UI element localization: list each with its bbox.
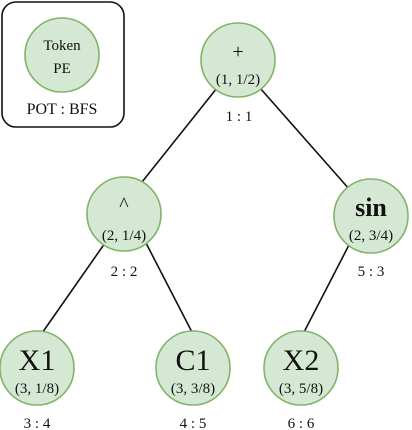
node-x1: X1 (3, 1/8) 3 : 4	[0, 330, 75, 430]
node-c1-circle	[155, 330, 231, 406]
node-c1-order: 4 : 5	[180, 416, 207, 430]
node-sin-pe: (2, 3/4)	[349, 228, 393, 244]
node-c1: C1 (3, 3/8) 4 : 5	[155, 330, 231, 430]
node-sin-symbol: sin	[355, 193, 387, 222]
legend: Token PE POT : BFS	[1, 1, 125, 128]
legend-pe-label: PE	[53, 61, 71, 77]
node-x2: X2 (3, 5/8) 6 : 6	[263, 330, 339, 430]
node-caret-circle	[86, 176, 162, 252]
node-x1-pe: (3, 1/8)	[15, 381, 59, 397]
edge-caret-x1	[39, 242, 106, 337]
node-plus-pe: (1, 1/2)	[216, 72, 260, 88]
node-x1-symbol: X1	[19, 344, 56, 377]
node-caret: ^ (2, 1/4) 2 : 2	[86, 176, 162, 280]
node-plus-symbol: +	[232, 41, 243, 63]
edge-sin-x2	[301, 242, 351, 337]
edge-plus-sin	[259, 87, 351, 191]
node-x2-symbol: X2	[283, 344, 320, 377]
node-plus-circle	[200, 22, 276, 98]
edge-caret-c1	[145, 242, 195, 337]
legend-caption: POT : BFS	[27, 101, 98, 118]
legend-token-label: Token	[43, 38, 81, 54]
node-sin-order: 5 : 3	[358, 264, 385, 280]
tree-edges	[39, 87, 351, 337]
node-caret-pe: (2, 1/4)	[102, 228, 146, 244]
node-x2-pe: (3, 5/8)	[279, 381, 323, 397]
node-plus: + (1, 1/2) 1 : 1	[200, 22, 276, 125]
legend-node-circle	[24, 17, 100, 93]
node-plus-order: 1 : 1	[226, 109, 253, 125]
node-sin: sin (2, 3/4) 5 : 3	[333, 178, 409, 280]
node-c1-symbol: C1	[175, 344, 210, 377]
node-x1-order: 3 : 4	[24, 416, 51, 430]
node-caret-order: 2 : 2	[111, 264, 138, 280]
edge-plus-caret	[137, 87, 218, 188]
node-x2-circle	[263, 330, 339, 406]
node-x1-circle	[0, 330, 75, 406]
node-sin-circle	[333, 178, 409, 254]
node-x2-order: 6 : 6	[288, 416, 315, 430]
node-c1-pe: (3, 3/8)	[171, 381, 215, 397]
node-caret-symbol: ^	[119, 194, 129, 216]
